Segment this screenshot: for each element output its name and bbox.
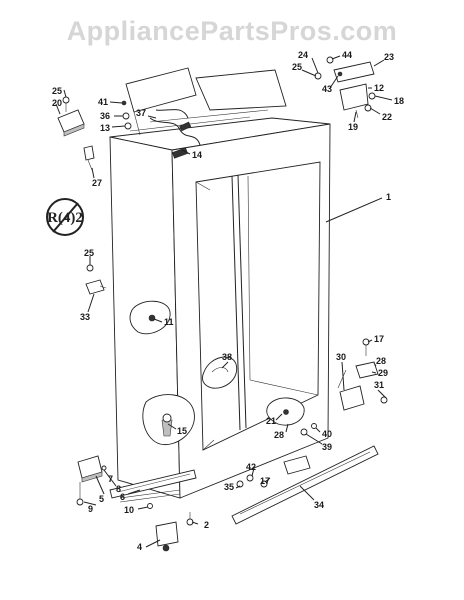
front-leveler[interactable] <box>76 455 107 506</box>
callout-27: 27 <box>92 178 102 188</box>
callout-25c: 25 <box>84 248 94 258</box>
screws-top[interactable] <box>121 100 132 130</box>
callout-38: 38 <box>222 352 232 362</box>
callout-28b: 28 <box>274 430 284 440</box>
callout-7: 7 <box>108 474 113 484</box>
toe-grille-34[interactable] <box>231 445 379 525</box>
callout-17b: 17 <box>260 476 270 486</box>
screw-clip-left[interactable] <box>85 264 107 295</box>
hinge-parts[interactable] <box>314 56 376 119</box>
callout-25a: 25 <box>52 86 62 96</box>
callout-14: 14 <box>192 150 202 160</box>
callout-33: 33 <box>80 312 90 322</box>
callout-18: 18 <box>394 96 404 106</box>
badge-text: R(4)2 <box>47 210 83 226</box>
callout-21: 21 <box>266 416 276 426</box>
callout-1: 1 <box>386 192 391 202</box>
callout-6: 6 <box>120 492 125 502</box>
callout-15: 15 <box>177 426 187 436</box>
base-rail[interactable] <box>109 469 197 499</box>
drain-funnel-15[interactable] <box>142 394 195 446</box>
screw-2[interactable] <box>186 512 194 526</box>
watermark-text: AppliancePartsPros.com <box>67 16 398 46</box>
leader-lines <box>55 55 393 548</box>
hinge-lower-right[interactable] <box>337 338 388 411</box>
callout-8: 8 <box>116 484 121 494</box>
callout-29: 29 <box>378 368 388 378</box>
lower-bracket[interactable] <box>236 455 311 488</box>
callout-30: 30 <box>336 352 346 362</box>
callout-5: 5 <box>99 494 104 504</box>
callout-35: 35 <box>224 482 234 492</box>
callout-11: 11 <box>164 317 174 327</box>
drain-port-38[interactable] <box>201 356 238 389</box>
callout-10: 10 <box>124 505 134 515</box>
callout-9: 9 <box>88 504 93 514</box>
callout-31: 31 <box>374 380 384 390</box>
side-fitting[interactable] <box>129 300 171 335</box>
callout-41: 41 <box>98 97 108 107</box>
callout-24: 24 <box>298 50 308 60</box>
roller-assembly[interactable] <box>119 489 181 552</box>
callout-36: 36 <box>100 111 110 121</box>
rpm-badge: R(4)2 <box>46 198 84 236</box>
callout-labels: 1 2 4 5 6 7 8 9 10 11 12 13 14 15 17 17 … <box>52 50 404 552</box>
callout-22: 22 <box>382 112 392 122</box>
callout-37: 37 <box>136 108 146 118</box>
callout-19: 19 <box>348 122 358 132</box>
callout-2: 2 <box>204 520 209 530</box>
clip-part[interactable] <box>83 145 95 171</box>
callout-43: 43 <box>322 84 332 94</box>
callout-20: 20 <box>52 98 62 108</box>
liner-bracket[interactable] <box>266 397 305 426</box>
rear-top-panel[interactable] <box>125 67 287 136</box>
callout-34: 34 <box>314 500 324 510</box>
callout-42: 42 <box>246 462 256 472</box>
base-clip[interactable] <box>300 423 317 436</box>
callout-40: 40 <box>322 429 332 439</box>
callout-44: 44 <box>342 50 352 60</box>
callout-25b: 25 <box>292 62 302 72</box>
callout-23: 23 <box>384 52 394 62</box>
callout-4: 4 <box>137 542 142 552</box>
callout-28a: 28 <box>376 356 386 366</box>
control-box[interactable] <box>57 96 85 137</box>
callout-17a: 17 <box>374 334 384 344</box>
callout-12: 12 <box>374 83 384 93</box>
callout-39: 39 <box>322 442 332 452</box>
callout-13: 13 <box>100 123 110 133</box>
